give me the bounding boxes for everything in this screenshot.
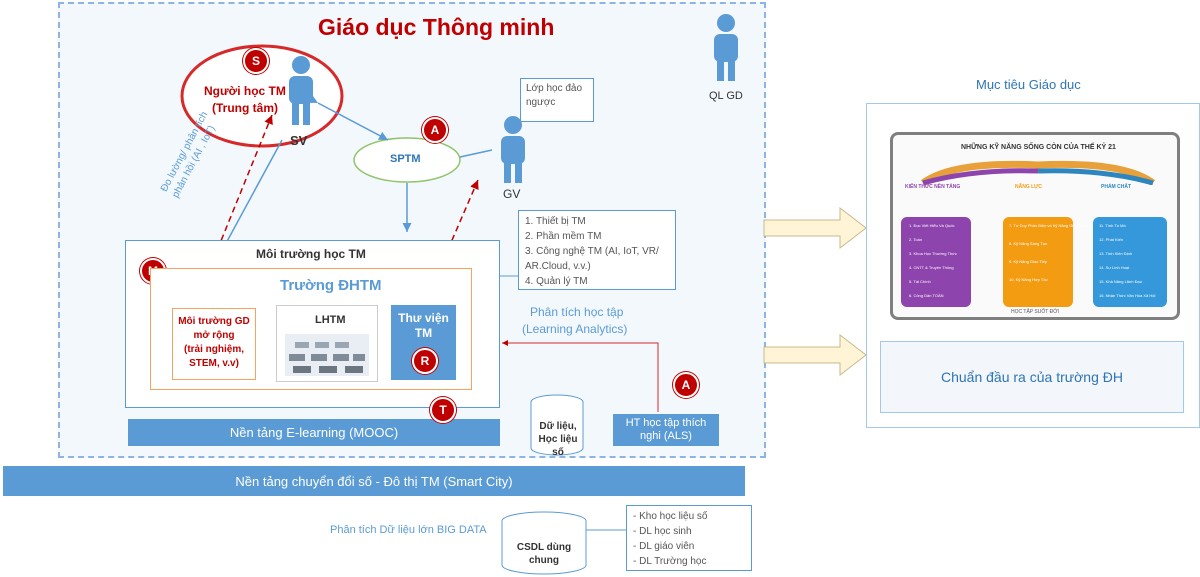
skills-infographic: NHỮNG KỸ NĂNG SỐNG CÒN CỦA THẾ KỶ 21 KIẾ…	[890, 132, 1180, 320]
db-list-item: - DL Trường học	[633, 556, 707, 567]
adaptive-learning-system: HT học tập thích nghi (ALS)	[613, 414, 719, 446]
db-list-item: - DL học sinh	[633, 526, 692, 537]
skills-col3-item: 12. Phát Kiến	[1099, 237, 1124, 242]
skills-col2-item: 10. Kỹ Năng Hợp Tác	[1009, 277, 1048, 282]
tools-item: 3. Công nghệ TM (AI, IoT, VR/	[525, 246, 659, 257]
skills-title: NHỮNG KỸ NĂNG SỐNG CÒN CỦA THẾ KỶ 21	[961, 144, 1116, 151]
sptm-ellipse	[353, 137, 461, 183]
elearning-badge: T	[430, 397, 456, 423]
learner-badge: S	[243, 48, 269, 74]
manager-label: QL GD	[709, 90, 743, 102]
bigdata-label: Phân tích Dữ liệu lớn BIG DATA	[330, 524, 487, 536]
data-resource-line2: Học liệu số	[538, 434, 578, 458]
skills-col1-title: KIẾN THỨC NỀN TẢNG	[905, 184, 961, 190]
db-list-item: - DL giáo viên	[633, 541, 695, 552]
student-person-icon	[283, 55, 319, 132]
tools-item: AR.Cloud, v.v.)	[525, 261, 591, 272]
analytics-line2: (Learning Analytics)	[522, 322, 628, 336]
csdl-line1: CSDL dùng	[516, 542, 572, 553]
db-list-item: - Kho học liệu số	[633, 511, 708, 522]
skills-col1-card: 1. Đọc Viết Hiểu Và Quốc 2. Toán 3. Khoa…	[901, 217, 971, 307]
als-line2: nghi (ALS)	[640, 430, 692, 442]
skills-col1-item: 2. Toán	[909, 237, 923, 242]
library-badge: R	[412, 348, 438, 374]
skills-footer: HỌC TẬP SUỐT ĐỜI	[1011, 309, 1059, 315]
sptm-label: SPTM	[390, 153, 421, 165]
environment-title: Môi trường học TM	[256, 247, 366, 261]
flipped-class-line2: ngược	[526, 97, 556, 108]
skills-col1-item: 3. Khoa Học Thường Thức	[909, 251, 957, 256]
skills-col1-item: 5. Tài Chính	[909, 279, 931, 284]
skills-col2-item: 8. Kỹ Năng Sáng Tạo	[1009, 241, 1048, 246]
extended-env-line3: (trải nghiệm,	[183, 344, 244, 355]
learner-label-line2: (Trung tâm)	[212, 101, 278, 115]
extended-env-line1: Môi trường GD	[178, 316, 250, 327]
skills-col3-title: PHẨM CHẤT	[1101, 184, 1131, 190]
skills-col3-card: 11. Tính Tò Mò 12. Phát Kiến 13. Tính Ki…	[1093, 217, 1167, 307]
skills-col3-item: 11. Tính Tò Mò	[1099, 223, 1126, 228]
tools-item: 4. Quản lý TM	[525, 276, 588, 287]
classroom-image	[285, 334, 369, 376]
page-title: Giáo dục Thông minh	[318, 14, 555, 40]
student-label: SV	[290, 133, 308, 148]
skills-col2-item: 7. Tư Duy Phản Biện và Kỹ Năng Giải Quyế…	[1009, 223, 1089, 228]
skills-col2-item: 9. Kỹ Năng Giao Tiếp	[1009, 259, 1048, 264]
als-badge: A	[673, 372, 699, 398]
smart-city-bar: Nền tảng chuyển đổi số - Đô thị TM (Smar…	[3, 466, 745, 496]
smart-classroom-label: LHTM	[315, 314, 346, 326]
learner-label-line1: Người học TM	[204, 84, 286, 98]
smart-classroom-box: LHTM	[276, 305, 378, 382]
skills-col3-item: 13. Tính Kiên Định	[1099, 251, 1133, 256]
teacher-label: GV	[503, 187, 521, 201]
learning-outcome-label: Chuẩn đầu ra của trường ĐH	[941, 369, 1123, 385]
shared-database-label: CSDL dùng chung	[506, 541, 582, 567]
manager-person-icon	[708, 13, 744, 90]
school-title: Trường ĐHTM	[280, 277, 382, 294]
extended-env-line2: mở rộng	[193, 330, 235, 341]
data-resource-line1: Dữ liệu,	[539, 421, 577, 432]
flipped-class-box: Lớp học đảo ngược	[520, 78, 594, 122]
extended-environment-box: Môi trường GD mở rộng (trải nghiệm, STEM…	[172, 308, 256, 380]
goals-title: Mục tiêu Giáo dục	[976, 77, 1081, 92]
skills-flow-shape	[920, 160, 1156, 185]
sptm-badge: A	[422, 117, 448, 143]
database-list-box: - Kho học liệu số - DL học sinh - DL giá…	[626, 505, 752, 571]
csdl-line2: chung	[529, 555, 559, 566]
skills-col1-item: 1. Đọc Viết Hiểu Và Quốc	[909, 223, 955, 228]
tools-list-box: 1. Thiết bị TM 2. Phần mềm TM 3. Công ng…	[518, 210, 676, 290]
library-line1: Thư viện	[398, 311, 449, 325]
skills-col1-item: 6. Công Dân TOÀN	[909, 293, 944, 298]
skills-col3-item: 16. Nhận Thức Văn Hóa Xã Hội	[1099, 293, 1156, 298]
data-resource-label: Dữ liệu, Học liệu số	[533, 420, 583, 459]
analytics-line1: Phân tích học tập	[530, 305, 624, 319]
als-line1: HT học tập thích	[625, 417, 707, 429]
flipped-class-line1: Lớp học đảo	[526, 83, 583, 94]
skills-col3-item: 15. Khả Năng Lãnh Đạo	[1099, 279, 1142, 284]
library-line2: TM	[414, 326, 433, 340]
tools-item: 1. Thiết bị TM	[525, 216, 586, 227]
skills-col2-title: NĂNG LỰC	[1015, 184, 1042, 190]
skills-col3-item: 14. Sự Linh Hoạt	[1099, 265, 1130, 270]
extended-env-line4: STEM, v.v)	[189, 358, 239, 369]
skills-col1-item: 4. CNTT & Truyền Thông	[909, 265, 954, 270]
teacher-person-icon	[495, 115, 531, 192]
skills-col2-card: 7. Tư Duy Phản Biện và Kỹ Năng Giải Quyế…	[1003, 217, 1088, 307]
learning-outcome-box: Chuẩn đầu ra của trường ĐH	[880, 341, 1184, 413]
tools-item: 2. Phần mềm TM	[525, 231, 602, 242]
elearning-platform-bar: Nền tảng E-learning (MOOC)	[128, 419, 500, 446]
